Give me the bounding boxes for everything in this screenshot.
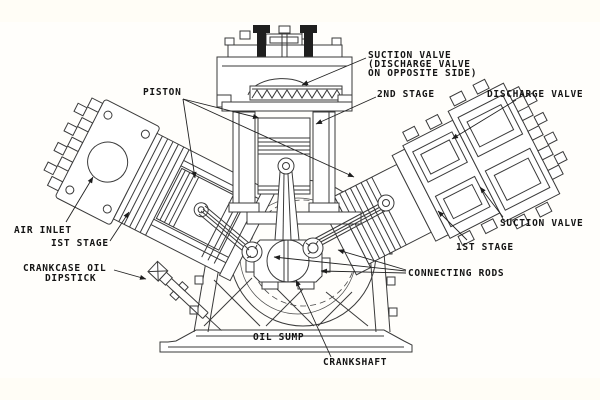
label-second-stage: 2ND STAGE [377,89,435,100]
label-suction-valve-note-line2: (DISCHARGE VALVE [368,59,471,70]
first-stage-cylinder-right [317,78,568,276]
label-piston: PISTON [143,87,182,98]
label-suction-valve-right: SUCTION VALVE [500,218,583,229]
leader-lines [65,57,517,358]
second-stage-cylinder [216,25,362,225]
first-stage-cylinder-left [43,97,277,282]
crankcase-oil-dipstick [147,260,222,331]
label-suction-valve-note-line3: ON OPPOSITE SIDE) [368,68,477,79]
callout-labels: SUCTION VALVE (DISCHARGE VALVE ON OPPOSI… [14,50,583,368]
label-connecting-rods: CONNECTING RODS [408,268,504,279]
label-air-inlet: AIR INLET [14,225,72,236]
top-margin-band [0,0,600,22]
label-crankcase-oil-line1: CRANKCASE OIL [23,263,106,274]
bottom-margin-band [0,378,600,400]
label-first-stage-right: 1ST STAGE [456,242,514,253]
label-suction-valve-note-line1: SUCTION VALVE [368,50,451,61]
connecting-rods-and-crankshaft [198,157,395,290]
label-first-stage-left: IST STAGE [51,238,109,249]
label-oil-sump: OIL SUMP [253,332,304,343]
label-crankshaft: CRANKSHAFT [323,357,387,368]
label-crankcase-oil-line2: DIPSTICK [45,273,96,284]
oil-sump-stand [159,225,413,353]
label-discharge-valve: DISCHARGE VALVE [487,89,583,100]
